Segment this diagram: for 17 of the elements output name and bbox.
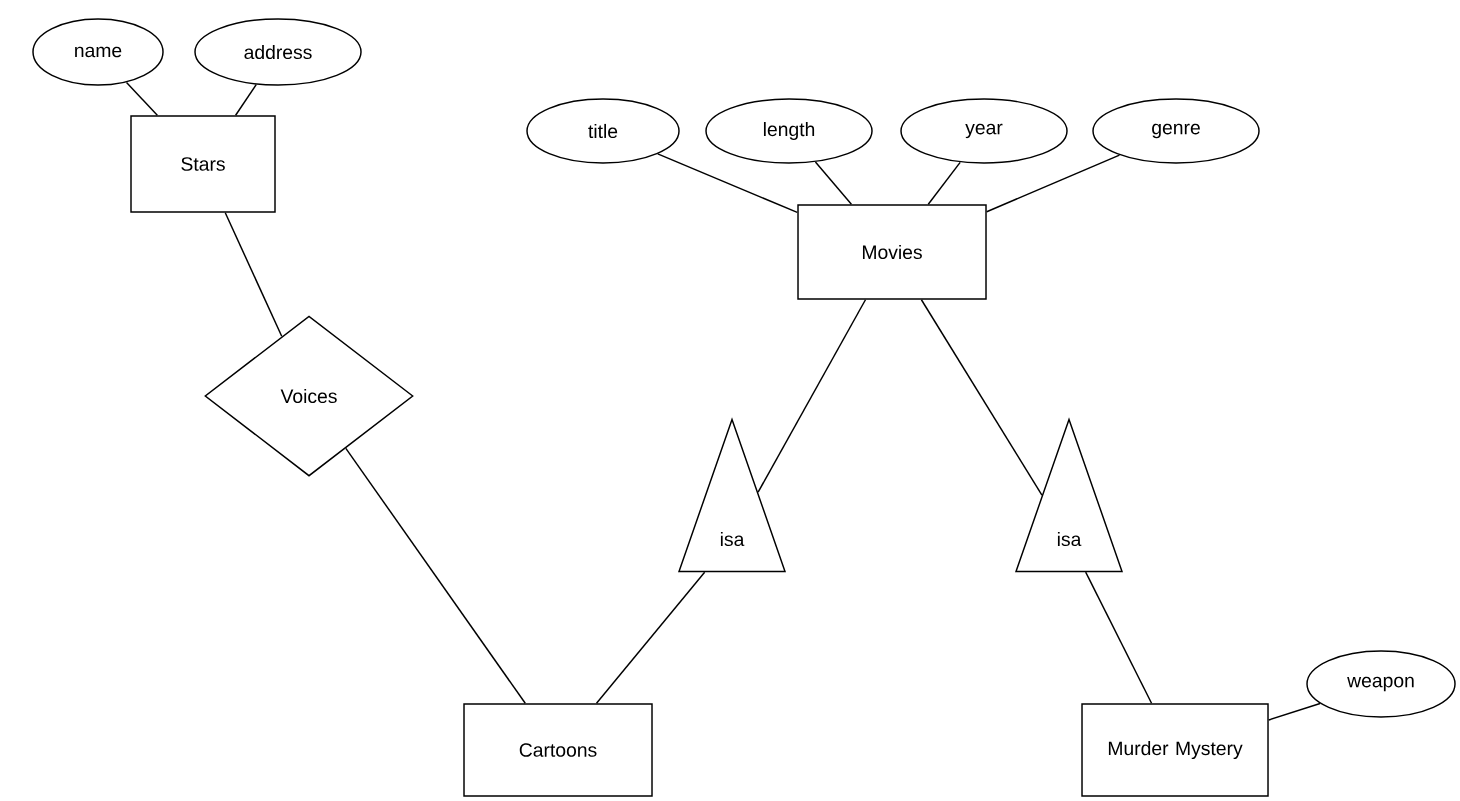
connector-line	[234, 83, 257, 116]
connector-line	[657, 153, 798, 214]
connector-line	[125, 81, 159, 116]
connector-line	[595, 571, 706, 704]
connector-line	[757, 299, 867, 493]
entity-box: Cartoons	[463, 703, 653, 797]
connector-line	[927, 161, 961, 205]
connector-line	[986, 154, 1121, 213]
connector-line	[345, 447, 526, 704]
entity-box: Movies	[797, 204, 987, 300]
connector-line	[224, 212, 283, 338]
connector-line	[1268, 702, 1321, 721]
connector-line	[1084, 571, 1153, 704]
connector-line	[814, 161, 853, 205]
entity-box: Murder Mystery	[1081, 703, 1269, 797]
connector-line	[920, 299, 1043, 496]
entity-box: Stars	[130, 115, 276, 213]
